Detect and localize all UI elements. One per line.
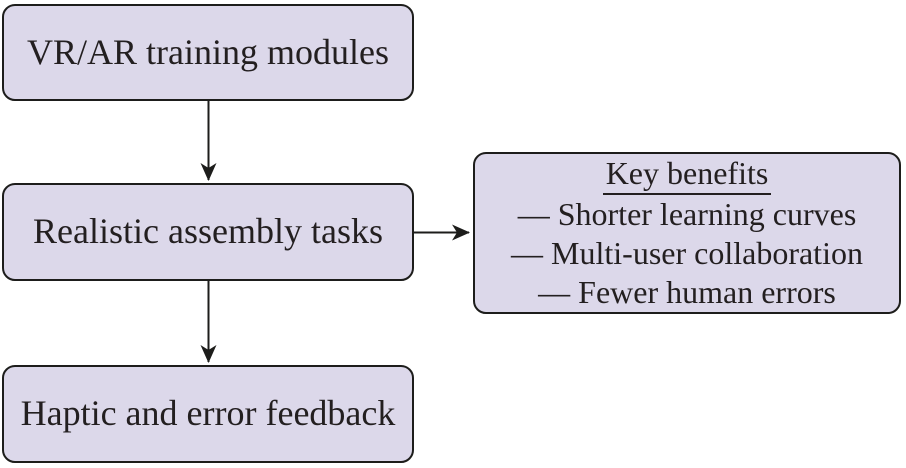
benefits-title-row: Key benefits: [602, 155, 772, 195]
benefits-title: Key benefits: [602, 155, 772, 195]
benefit-item-fewer-human-errors: — Fewer human errors: [538, 273, 836, 310]
node-label: Haptic and error feedback: [20, 393, 396, 434]
benefit-item-multi-user-collaboration: — Multi-user collaboration: [511, 234, 863, 271]
benefit-item-shorter-learning-curves: — Shorter learning curves: [517, 195, 857, 232]
node-vr-ar-training-modules: VR/AR training modules: [2, 4, 414, 101]
node-realistic-assembly-tasks: Realistic assembly tasks: [2, 183, 414, 281]
node-haptic-and-error-feedback: Haptic and error feedback: [2, 365, 414, 463]
node-key-benefits: Key benefits — Shorter learning curves —…: [473, 152, 901, 314]
node-label: VR/AR training modules: [27, 31, 389, 72]
node-label: Realistic assembly tasks: [33, 211, 383, 252]
